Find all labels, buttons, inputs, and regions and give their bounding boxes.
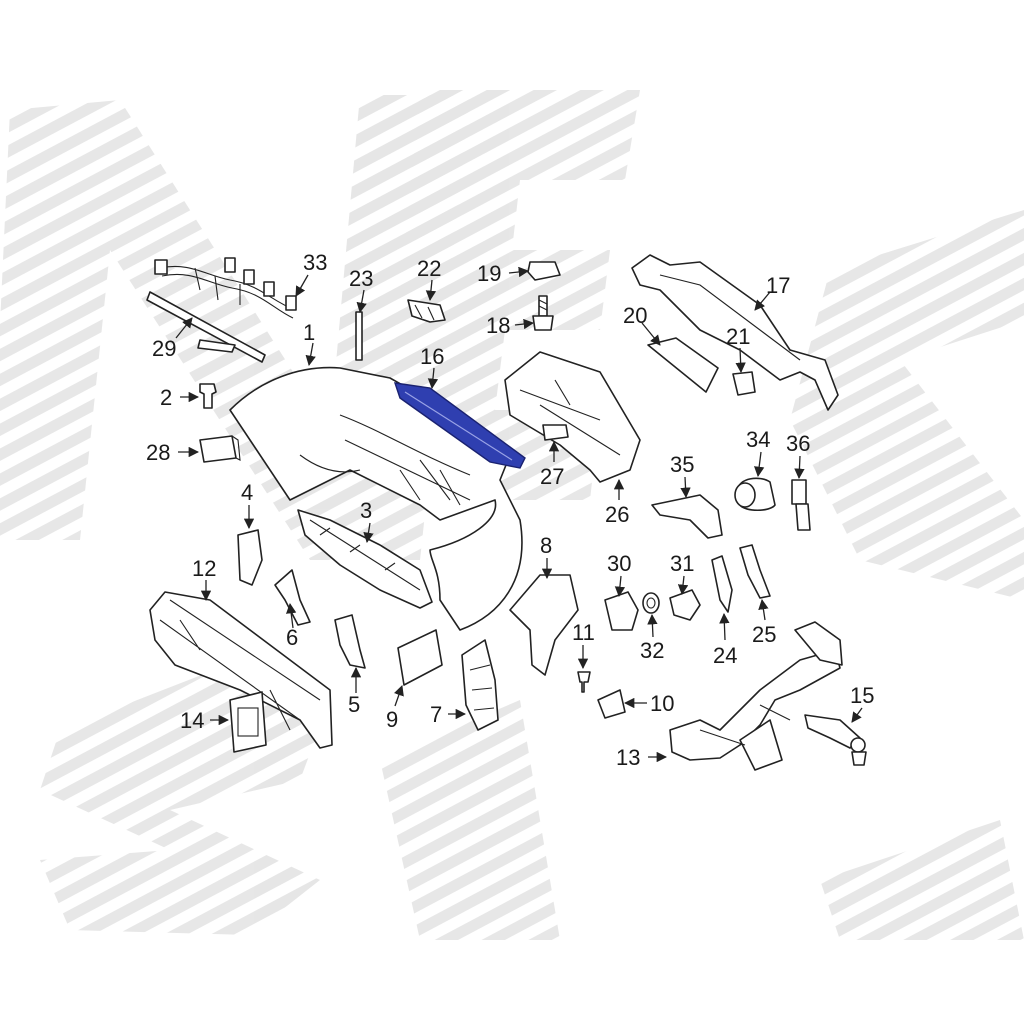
callout-19: 19 (477, 261, 501, 286)
callout-14: 14 (180, 708, 204, 733)
part-10-clip (597, 689, 626, 719)
part-26-side-bracket (504, 351, 641, 483)
part-36-holder (791, 479, 811, 531)
callout-32: 32 (640, 638, 664, 663)
callout-21: 21 (726, 324, 750, 349)
callout-23: 23 (349, 266, 373, 291)
part-33-wiring-harness (154, 257, 297, 319)
callout-11: 11 (572, 620, 595, 645)
part-22-clip (407, 299, 446, 323)
part-25-bracket (739, 544, 771, 599)
part-21-bracket (732, 371, 756, 396)
part-32-ring (642, 592, 660, 614)
part-24-bracket (711, 555, 733, 613)
callout-16: 16 (420, 344, 444, 369)
part-30-holder (604, 591, 639, 631)
callout-5: 5 (348, 692, 360, 717)
part-3-absorber (297, 509, 433, 609)
part-17-diffuser (631, 254, 839, 411)
part-27-clip (542, 424, 569, 441)
callout-17: 17 (766, 273, 790, 298)
part-8-bracket (509, 574, 579, 676)
part-15-tow-ball (804, 714, 867, 766)
callout-2: 2 (160, 385, 172, 410)
callout-20: 20 (623, 303, 647, 328)
part-4-bracket (237, 529, 263, 586)
part-9-plate (397, 629, 443, 686)
callout-30: 30 (607, 551, 631, 576)
callout-36: 36 (786, 431, 810, 456)
callout-6: 6 (286, 625, 298, 650)
part-7-bracket (461, 639, 499, 731)
part-11-clip (577, 671, 591, 693)
part-28-module (199, 435, 241, 463)
part-20-panel (647, 337, 719, 393)
part-6-bracket (274, 569, 311, 626)
callout-8: 8 (540, 533, 552, 558)
part-34-sensor (734, 477, 776, 512)
callout-9: 9 (386, 707, 398, 732)
part-23-pin (355, 311, 363, 361)
callout-27: 27 (540, 464, 564, 489)
callout-29: 29 (152, 336, 176, 361)
callout-25: 25 (752, 622, 776, 647)
callout-31: 31 (670, 551, 694, 576)
callout-34: 34 (746, 427, 770, 452)
callout-12: 12 (192, 556, 216, 581)
callout-22: 22 (417, 256, 441, 281)
callout-28: 28 (146, 440, 170, 465)
callout-1: 1 (303, 320, 315, 345)
part-14-plate (229, 691, 267, 753)
callout-15: 15 (850, 683, 874, 708)
callout-10: 10 (650, 691, 674, 716)
callout-labels: 1 2 3 4 5 6 7 8 9 10 11 12 13 14 15 16 1… (146, 250, 874, 770)
part-29-cable-strip (146, 291, 266, 363)
callout-26: 26 (605, 502, 629, 527)
part-13-tow-hitch (669, 621, 843, 771)
part-2-clip (199, 383, 217, 409)
part-31-sensor (669, 589, 701, 621)
callout-13: 13 (616, 745, 640, 770)
part-18-bolt (532, 295, 554, 331)
callout-33: 33 (303, 250, 327, 275)
callout-35: 35 (670, 452, 694, 477)
callout-18: 18 (486, 313, 510, 338)
callout-3: 3 (360, 498, 372, 523)
leader-lines (175, 266, 863, 763)
part-12-beam (149, 591, 333, 749)
part-35-bracket (651, 494, 723, 539)
callout-4: 4 (241, 480, 253, 505)
callout-7: 7 (430, 702, 442, 727)
part-5-bracket (334, 614, 366, 669)
callout-24: 24 (713, 643, 737, 668)
